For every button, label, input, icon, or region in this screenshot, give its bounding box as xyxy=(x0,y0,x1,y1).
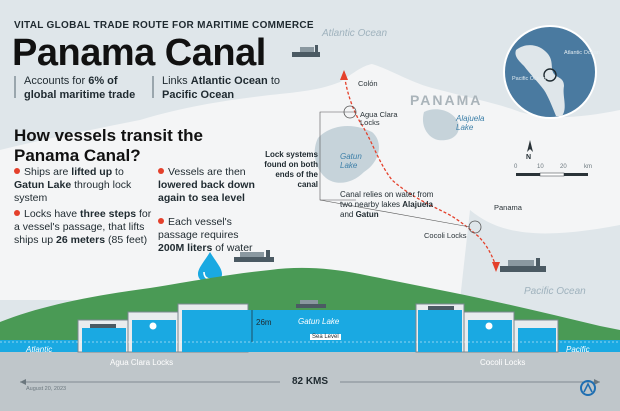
ship-profile-left xyxy=(234,250,274,262)
distance-label: 82 KMS xyxy=(291,376,329,387)
profile-cocoli-label: Cocoli Locks xyxy=(480,358,526,367)
kicker: VITAL GLOBAL TRADE ROUTE FOR MARITIME CO… xyxy=(14,20,314,31)
alajuela-lake-label: Alajuela Lake xyxy=(456,114,485,132)
scale-bar xyxy=(516,173,540,176)
cocoli-pointer xyxy=(319,199,471,228)
colon-label: Colón xyxy=(358,79,378,88)
atlantic-ocean-label: Atlantic Ocean xyxy=(322,28,388,39)
profile-atlantic-label: Atlantic xyxy=(26,345,53,354)
sea-level-label: Sea Level xyxy=(310,334,341,340)
pacific-ocean-label: Pacific Ocean xyxy=(524,286,586,297)
page-title: Panama Canal xyxy=(12,32,266,74)
alajuela-lake-shape xyxy=(422,109,459,141)
gatun-lake-shape xyxy=(314,126,379,183)
globe-pacific-label: Pacific Ocean xyxy=(512,76,546,82)
scale-tick-0: 0 xyxy=(514,164,518,170)
how-heading: How vessels transit the Panama Canal? xyxy=(14,126,203,165)
route-arrow-north xyxy=(340,70,348,80)
gatun-lake-label: Gatun Lake xyxy=(340,152,362,170)
profile-height-label: 26m xyxy=(256,318,272,327)
north-label: N xyxy=(526,154,532,161)
profile-gatun-lake-label: Gatun Lake xyxy=(298,317,340,326)
panama-city-label: Panama xyxy=(494,203,522,212)
bullet-three-steps: Locks have three steps for a vessel's pa… xyxy=(14,208,152,246)
date-label: August 20, 2023 xyxy=(26,386,67,392)
canal-route xyxy=(343,71,497,267)
pacific-water xyxy=(460,210,620,300)
route-arrow-south xyxy=(492,262,500,272)
scale-tick-20: 20 xyxy=(560,164,567,170)
globe xyxy=(503,25,597,119)
bullet-dot xyxy=(14,210,20,216)
agency-logo-icon xyxy=(580,380,596,396)
ship-pacific xyxy=(500,258,546,272)
fact-trade-share: Accounts for 6% of global maritime trade xyxy=(24,75,136,101)
fact-divider xyxy=(14,76,16,98)
bullet-dot xyxy=(14,168,20,174)
lock-note-pointer xyxy=(319,111,356,201)
bullet-lifted: Ships are lifted up to Gatun Lake throug… xyxy=(14,166,132,204)
profile-agua-clara-label: Agua Clara Locks xyxy=(110,358,174,367)
bullet-dot xyxy=(158,218,164,224)
globe-atlantic-label: Atlantic Ocean xyxy=(564,50,600,56)
fact-divider-2 xyxy=(152,76,154,98)
bullet-dot xyxy=(158,168,164,174)
ship-atlantic xyxy=(292,45,320,57)
profile-pacific-label: Pacific xyxy=(566,345,590,354)
scale-unit: km xyxy=(584,164,592,170)
north-arrow-icon xyxy=(527,140,533,152)
canal-profile xyxy=(0,267,620,411)
lock-systems-note: Lock systems found on both ends of the c… xyxy=(264,150,318,189)
fact-oceans: Links Atlantic Ocean to Pacific Ocean xyxy=(162,75,281,101)
bullet-water: Each vessel's passage requires 200M lite… xyxy=(158,216,253,254)
agua-clara-label: Agua Clara Locks xyxy=(360,110,398,127)
cocoli-label: Cocoli Locks xyxy=(424,231,467,240)
land-mass xyxy=(0,64,620,300)
water-source-note: Canal relies on water from two nearby la… xyxy=(340,190,434,219)
bullet-lowered: Vessels are then lowered back down again… xyxy=(158,166,255,204)
scale-tick-10: 10 xyxy=(537,164,544,170)
country-label: PANAMA xyxy=(410,92,483,108)
